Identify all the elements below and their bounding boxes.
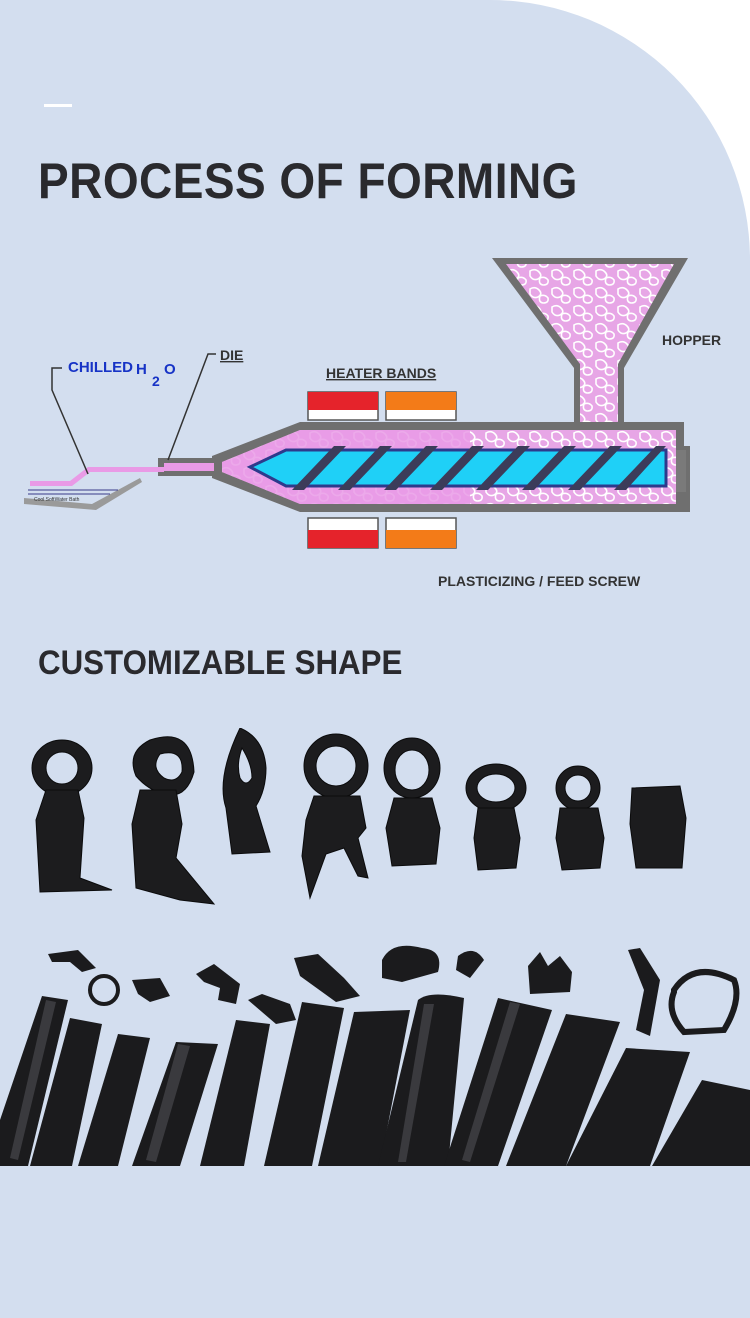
profile-8 xyxy=(629,785,687,869)
accent-dash xyxy=(44,104,72,107)
heater-bands-label: HEATER BANDS xyxy=(326,365,436,381)
die-label: DIE xyxy=(220,347,243,363)
svg-text:Cool SoftWater Bath: Cool SoftWater Bath xyxy=(34,497,80,503)
screw-label: PLASTICIZING / FEED SCREW xyxy=(438,573,641,589)
extrusion-diagram: Cool SoftWater Bath CHILLED H 2 O DIE HE… xyxy=(24,258,721,589)
profile-6 xyxy=(465,763,527,871)
sub2-label: 2 xyxy=(152,373,160,389)
profile-3 xyxy=(222,728,271,855)
heater-bands xyxy=(307,391,457,549)
profile-4 xyxy=(301,733,369,900)
leader-lines xyxy=(51,353,216,475)
hopper-label: HOPPER xyxy=(662,332,721,348)
feed-screw xyxy=(246,446,668,490)
o-label: O xyxy=(164,361,176,378)
seal-profiles-photo xyxy=(31,728,687,905)
die-extrudate: Cool SoftWater Bath xyxy=(24,458,214,510)
profile-1 xyxy=(31,739,113,893)
profile-2 xyxy=(131,736,216,905)
profile-7 xyxy=(555,765,605,871)
section-title: CUSTOMIZABLE SHAPE xyxy=(38,644,403,682)
small-profiles xyxy=(48,945,740,1036)
strip-highlights xyxy=(10,1000,520,1162)
profile-5 xyxy=(383,737,441,867)
seal-strips-photo xyxy=(0,945,750,1166)
page-title: PROCESS OF FORMING xyxy=(38,153,578,209)
hopper xyxy=(492,258,688,428)
chilled-label: CHILLED xyxy=(68,359,133,376)
long-strips xyxy=(0,994,750,1166)
h-label: H xyxy=(136,361,147,378)
